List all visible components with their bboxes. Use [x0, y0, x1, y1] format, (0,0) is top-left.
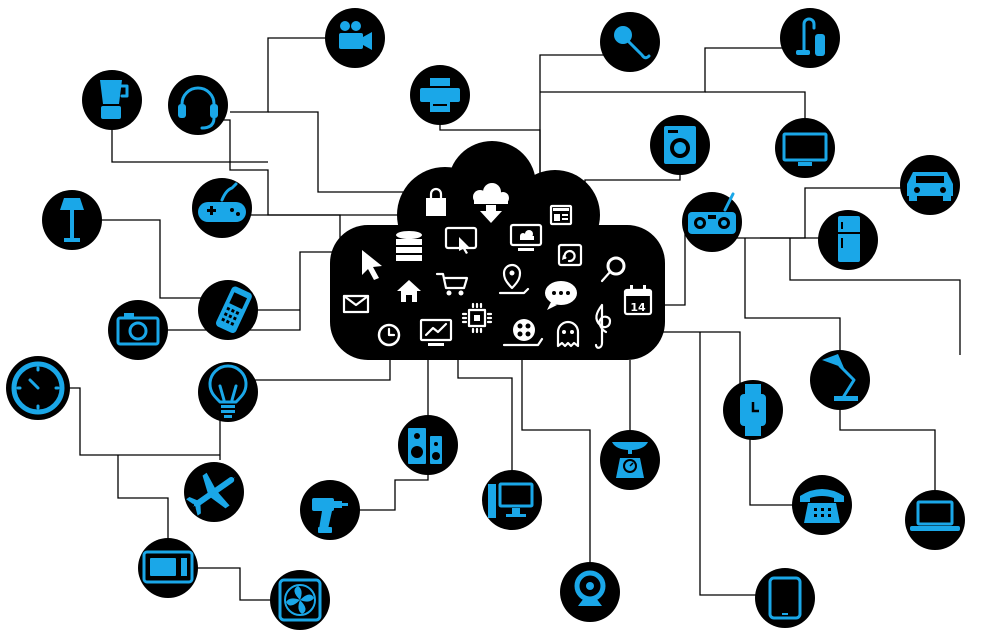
car-icon	[907, 172, 953, 201]
photo-camera-icon	[116, 313, 160, 346]
cloud-download-icon	[473, 183, 509, 223]
video-camera-node	[325, 8, 385, 68]
photo-camera-node	[108, 300, 168, 360]
headset-node	[168, 75, 228, 135]
video-camera-icon	[339, 21, 372, 50]
device-nodes	[6, 8, 965, 630]
microwave-icon	[142, 550, 194, 584]
smartwatch-node	[723, 380, 783, 440]
calendar-icon: 14	[623, 285, 653, 316]
database-icon	[396, 231, 422, 261]
mobile-phone-icon	[215, 286, 252, 334]
cursor-icon	[362, 250, 382, 280]
fridge-icon	[838, 216, 860, 262]
washing-machine-node	[650, 115, 710, 175]
blender-node	[82, 70, 142, 130]
telephone-node	[792, 475, 852, 535]
wall-clock-icon	[11, 361, 65, 415]
airplane-icon	[186, 472, 236, 516]
kitchen-scale-icon	[612, 442, 648, 478]
telephone-icon	[800, 489, 844, 523]
laptop-node	[905, 490, 965, 550]
drill-node	[300, 480, 360, 540]
chip-icon	[461, 302, 493, 334]
gamepad-icon	[198, 182, 246, 222]
clock-icon	[377, 323, 401, 347]
airplane-node	[184, 462, 244, 522]
chart-screen-icon	[419, 318, 453, 346]
mobile-phone-node	[198, 280, 258, 340]
floor-lamp-icon	[60, 198, 84, 242]
washing-machine-icon	[664, 126, 696, 164]
printer-icon	[420, 78, 460, 112]
printer-node	[410, 65, 470, 125]
kitchen-scale-node	[600, 430, 660, 490]
calendar-day-label: 14	[630, 301, 646, 314]
film-reel-icon	[502, 319, 544, 347]
music-note-icon	[594, 303, 612, 349]
floor-lamp-node	[42, 190, 102, 250]
blender-icon	[100, 80, 129, 119]
search-icon	[600, 256, 626, 283]
home-icon	[397, 280, 421, 302]
fan-node	[270, 570, 330, 630]
fridge-node	[818, 210, 878, 270]
web-page-icon	[549, 204, 573, 226]
speakers-icon	[408, 428, 442, 464]
vacuum-cleaner-node	[780, 8, 840, 68]
light-bulb-node	[198, 362, 258, 422]
monitor-cloud-icon	[509, 223, 543, 251]
sync-icon	[557, 243, 583, 267]
webcam-icon	[574, 570, 606, 606]
webcam-node	[560, 562, 620, 622]
desk-lamp-node	[810, 350, 870, 410]
vacuum-cleaner-icon	[796, 17, 825, 56]
tv-node	[775, 118, 835, 178]
location-pin-icon	[498, 263, 530, 295]
smartwatch-icon	[740, 384, 766, 436]
shopping-cart-icon	[435, 272, 469, 296]
speakers-node	[398, 415, 458, 475]
car-node	[900, 155, 960, 215]
drill-icon	[312, 498, 348, 533]
touch-screen-icon	[444, 226, 478, 254]
boombox-icon	[688, 192, 736, 234]
tablet-node	[755, 568, 815, 628]
desk-lamp-icon	[822, 354, 858, 401]
microphone-icon	[614, 26, 651, 60]
mail-icon	[342, 294, 370, 314]
light-bulb-icon	[208, 364, 248, 418]
shopping-bag-icon	[426, 187, 446, 216]
ghost-icon	[556, 320, 580, 348]
tv-icon	[782, 132, 828, 166]
tablet-icon	[768, 576, 802, 620]
microphone-node	[600, 12, 660, 72]
headset-icon	[178, 86, 218, 130]
laptop-icon	[910, 500, 960, 531]
chat-icon	[545, 281, 577, 310]
fan-icon	[278, 578, 322, 622]
central-cloud: 14	[330, 141, 665, 360]
wall-clock-node	[6, 356, 70, 420]
microwave-node	[138, 538, 198, 598]
desktop-computer-node	[482, 470, 542, 530]
boombox-node	[682, 192, 742, 252]
desktop-computer-icon	[488, 482, 534, 518]
gamepad-node	[192, 178, 252, 238]
